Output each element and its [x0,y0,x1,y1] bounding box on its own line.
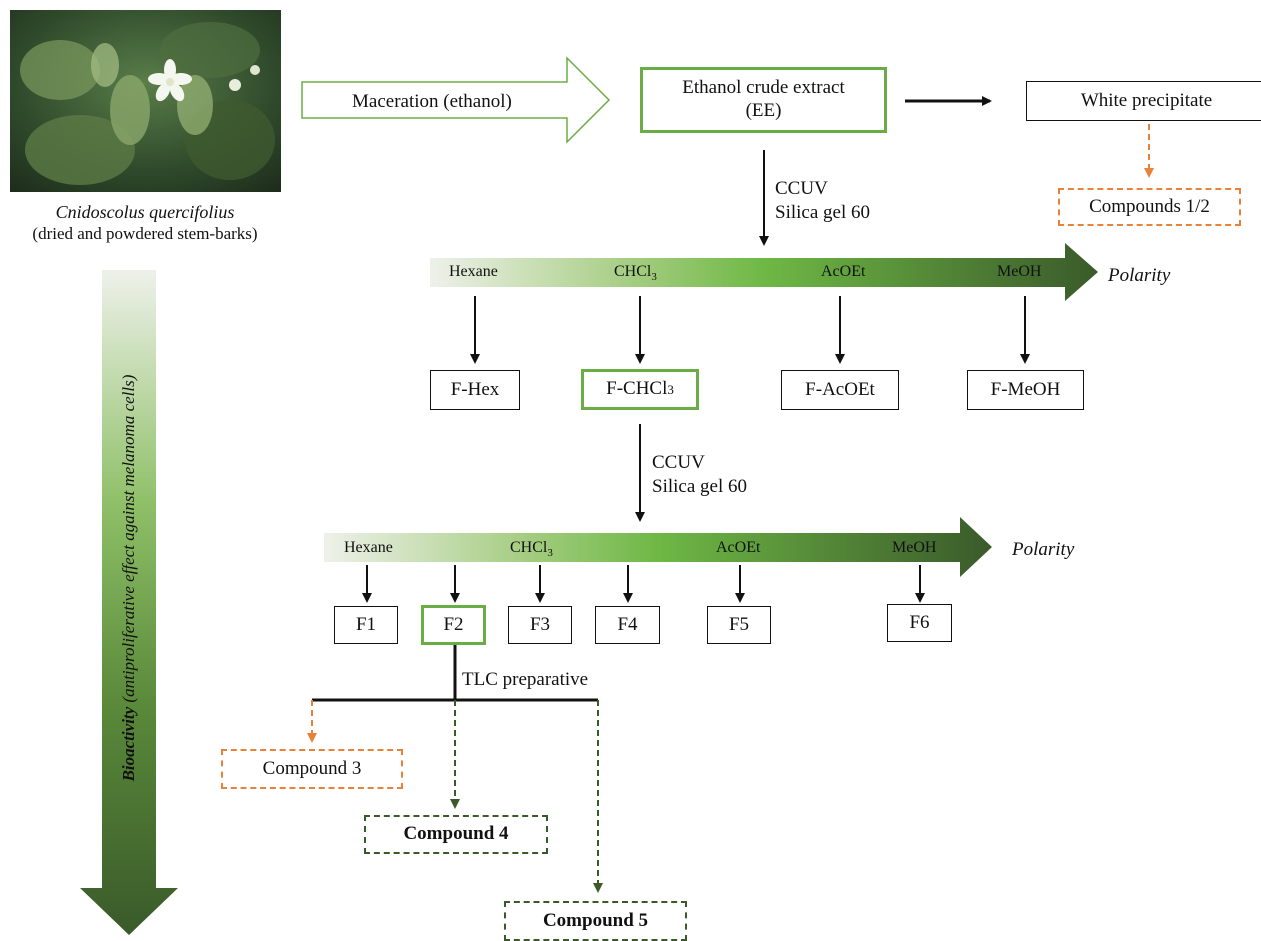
fraction-f-chcl3-text: F-CHCl [606,378,668,400]
fraction-f-meoh: F-MeOH [967,370,1084,410]
white-precipitate-box: White precipitate [1026,81,1261,121]
bioactivity-bold: Bioactivity [119,706,138,782]
ccuv1-line1: CCUV [775,178,828,199]
maceration-arrow [301,56,611,144]
ccuv1-line2: Silica gel 60 [775,201,870,223]
fraction-f2: F2 [421,605,486,645]
gradient2-meoh: MeOH [892,539,937,556]
ccuv2-line2: Silica gel 60 [652,475,747,497]
fraction-f-hex: F-Hex [430,370,520,410]
fraction-f6: F6 [887,604,952,642]
gradient1-chcl3-text: CHCl [614,263,652,280]
compound-5-box: Compound 5 [504,901,687,941]
ccuv-label-1: CCUV Silica gel 60 [775,177,870,225]
plant-photo [10,10,281,192]
compounds-1-2-box: Compounds 1/2 [1058,188,1241,226]
gradient-arrow-1 [430,243,1098,301]
gradient2-acoet: AcOEt [716,539,761,556]
extract-line2: (EE) [745,100,782,121]
gradient1-chcl3: CHCl3 [614,262,657,285]
tlc-label: TLC preparative [462,669,589,690]
fraction-f-acoet: F-AcOEt [781,370,899,410]
gradient2-chcl3-text: CHCl [510,539,548,556]
compound-4-box: Compound 4 [364,815,548,854]
maceration-label: Maceration (ethanol) [352,91,512,112]
gradient-arrow-2 [324,517,992,577]
gradient2-chcl3-sub: 3 [547,547,553,560]
bioactivity-arrow [80,270,178,935]
gradient1-meoh: MeOH [997,263,1042,280]
ccuv2-line1: CCUV [652,452,705,473]
ccuv-label-2: CCUV Silica gel 60 [652,451,747,499]
fraction-f-chcl3-sub: 3 [667,381,674,397]
gradient2-hexane: Hexane [344,539,393,556]
gradient1-chcl3-sub: 3 [651,271,657,284]
compound-3-box: Compound 3 [221,749,403,789]
bioactivity-rest: (antiproliferative effect against melano… [119,374,138,707]
fraction-f4: F4 [595,606,660,644]
polarity-label-1: Polarity [1108,265,1171,286]
plant-part: (dried and powdered stem-barks) [32,224,258,243]
gradient1-hexane: Hexane [449,263,498,280]
ethanol-extract-box: Ethanol crude extract (EE) [640,67,887,133]
bioactivity-label: Bioactivity (antiproliferative effect ag… [119,375,139,782]
polarity-label-2: Polarity [1012,539,1075,560]
plant-name: Cnidoscolus quercifolius [55,202,235,222]
gradient2-chcl3: CHCl3 [510,538,553,561]
fraction-f3: F3 [508,606,572,644]
fraction-f5: F5 [707,606,771,644]
extract-line1: Ethanol crude extract [682,77,845,99]
gradient1-acoet: AcOEt [821,263,866,280]
fraction-f1: F1 [334,606,398,644]
